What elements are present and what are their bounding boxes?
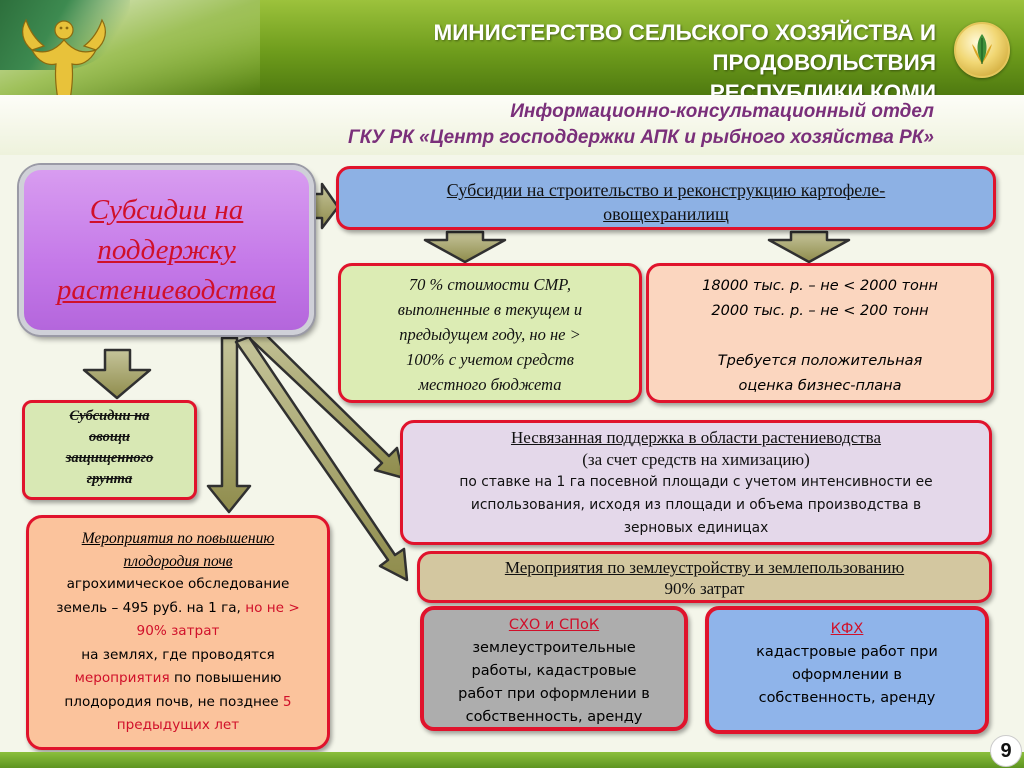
- fertility-line4: на землях, где проводятся: [81, 646, 275, 663]
- fertility-title-line1: Мероприятия по повышению: [81, 530, 275, 547]
- sxo-line1: землеустроительные: [472, 640, 636, 656]
- ministry-title-line2: РЕСПУБЛИКИ КОМИ: [709, 80, 936, 95]
- storage-cost-box: 70 % стоимости СМР, выполненные в текуще…: [338, 263, 642, 403]
- main-subsidy-box: Субсидии на поддержку растениеводства: [19, 165, 314, 335]
- unrelated-line1: по ставке на 1 га посевной площади с уче…: [459, 474, 933, 490]
- sxo-line2: работы, кадастровые: [471, 663, 637, 679]
- main-title-line1: Субсидии на: [89, 194, 244, 226]
- fertility-title-line2: плодородия почв: [123, 553, 233, 570]
- storage-cost-line2: выполненные в текущем и: [397, 300, 583, 319]
- sxo-title: СХО и СПоК: [508, 617, 600, 633]
- greenhouse-line2: овощи: [89, 429, 130, 445]
- arrow-down-left: [423, 230, 507, 264]
- fertility-line6a: плодородия почв, не позднее: [64, 693, 283, 710]
- kfh-line3: собственность, аренду: [758, 690, 936, 706]
- kfh-line2: оформлении в: [792, 667, 902, 683]
- ministry-logo-icon: [954, 22, 1010, 78]
- main-title-line3: растениеводства: [56, 274, 277, 306]
- land-management-box: Мероприятия по землеустройству и землепо…: [417, 551, 992, 603]
- greenhouse-line1: Субсидии на: [69, 408, 150, 424]
- unrelated-line3: зерновых единицах: [623, 520, 769, 536]
- unrelated-subtitle: (за счет средств на химизацию): [582, 450, 810, 469]
- department-line2: ГКУ РК «Центр господдержки АПК и рыбного…: [348, 127, 934, 148]
- storage-cost-line5: местного бюджета: [418, 375, 562, 394]
- arrow-to-greenhouse: [82, 348, 152, 400]
- greenhouse-subsidy-box: Субсидии на овощи защищенного грунта: [22, 400, 197, 500]
- fertility-line3: 90% затрат: [136, 623, 220, 639]
- sxo-box: СХО и СПоК землеустроительные работы, ка…: [420, 606, 688, 731]
- fertility-line7: предыдущих лет: [116, 717, 240, 733]
- storage-cost-line1: 70 % стоимости СМР,: [408, 275, 572, 294]
- storage-title-line2: овощехранилищ: [603, 204, 729, 224]
- kfh-title: КФХ: [830, 621, 864, 637]
- department-banner: Информационно-консультационный отдел ГКУ…: [0, 95, 1024, 155]
- main-subsidy-title: Субсидии на поддержку растениеводства: [57, 190, 276, 310]
- page-number: 9: [990, 735, 1022, 767]
- arrow-to-land: [234, 335, 409, 582]
- kfh-box: КФХ кадастровые работ при оформлении в с…: [705, 606, 989, 734]
- storage-title-line1: Субсидии на строительство и реконструкци…: [446, 180, 886, 200]
- fertility-line1: агрохимическое обследование: [66, 576, 290, 592]
- greenhouse-line4: грунта: [86, 471, 133, 487]
- storage-limits-box: 18000 тыс. р. – не < 2000 тонн 2000 тыс.…: [646, 263, 994, 403]
- storage-cost-line3: предыдущем году, но не >: [399, 325, 581, 344]
- footer-bar: [0, 752, 1024, 768]
- arrow-to-storage: [310, 182, 340, 230]
- unrelated-line2: использования, исходя из площади и объем…: [470, 497, 922, 513]
- storage-limit-line2: 2000 тыс. р. – не < 200 тонн: [711, 303, 929, 319]
- unrelated-support-box: Несвязанная поддержка в области растение…: [400, 420, 992, 545]
- main-title-line2: поддержку: [97, 234, 236, 266]
- storage-requirement-line1: Требуется положительная: [717, 353, 923, 369]
- fertility-line5b: по повышению: [169, 670, 282, 686]
- storage-cost-line4: 100% с учетом средств: [406, 350, 574, 369]
- fertility-line2: земель – 495 руб. на 1 га, но не >: [29, 597, 327, 621]
- sxo-line4: собственность, аренду: [465, 709, 643, 725]
- unrelated-title: Несвязанная поддержка в области растение…: [510, 428, 882, 447]
- fertility-line5: мероприятия по повышению: [29, 667, 327, 691]
- fertility-line6: плодородия почв, не позднее 5: [29, 691, 327, 715]
- sxo-line3: работ при оформлении в: [458, 686, 650, 702]
- land-subtitle: 90% затрат: [664, 579, 745, 598]
- fertility-line2a: земель – 495 руб. на 1 га,: [56, 599, 246, 616]
- storage-limit-line1: 18000 тыс. р. – не < 2000 тонн: [702, 278, 938, 294]
- land-title: Мероприятия по землеустройству и землепо…: [504, 558, 905, 577]
- storage-requirement-line2: оценка бизнес-плана: [738, 378, 902, 394]
- fertility-line2b: но не >: [245, 599, 300, 616]
- storage-subsidy-box: Субсидии на строительство и реконструкци…: [336, 166, 996, 230]
- ministry-title-line1: МИНИСТЕРСТВО СЕЛЬСКОГО ХОЗЯЙСТВА И ПРОДО…: [433, 20, 936, 75]
- header-banner: МИНИСТЕРСТВО СЕЛЬСКОГО ХОЗЯЙСТВА И ПРОДО…: [0, 0, 1024, 95]
- kfh-line1: кадастровые работ при: [756, 644, 938, 660]
- arrow-to-fertility: [206, 336, 252, 514]
- department-line1: Информационно-консультационный отдел: [510, 101, 934, 122]
- soil-fertility-box: Мероприятия по повышению плодородия почв…: [26, 515, 330, 750]
- fertility-line6b: 5: [282, 693, 292, 710]
- ministry-title: МИНИСТЕРСТВО СЕЛЬСКОГО ХОЗЯЙСТВА И ПРОДО…: [236, 18, 936, 95]
- fertility-line5a: мероприятия: [74, 670, 170, 686]
- arrow-down-right: [767, 230, 851, 264]
- greenhouse-line3: защищенного: [65, 450, 154, 466]
